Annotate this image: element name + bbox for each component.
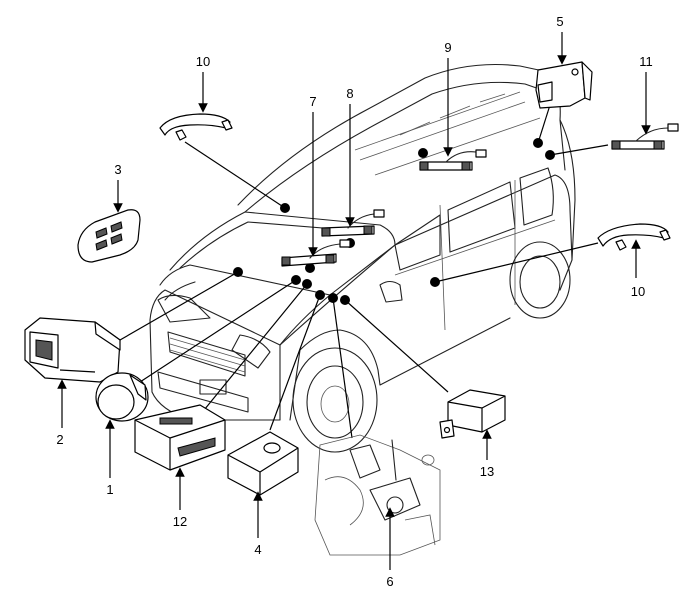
callout-arrows (57, 32, 651, 570)
antenna-interior-middle (321, 209, 385, 237)
start-button (95, 372, 149, 422)
outside-door-handle-rear (597, 223, 671, 251)
location-dot (418, 148, 428, 158)
callout-13: 13 (480, 464, 494, 479)
location-dot (315, 290, 325, 300)
antenna-rear-bumper (611, 123, 679, 150)
callout-9: 9 (444, 40, 451, 55)
callout-2: 2 (56, 432, 63, 447)
smart-key-fob (77, 209, 141, 263)
smart-key-module (227, 431, 299, 496)
location-dot (533, 138, 543, 148)
leader-lines (119, 104, 609, 439)
callout-7: 7 (309, 94, 316, 109)
callout-4: 4 (254, 542, 261, 557)
antenna-interior-rear (419, 149, 487, 171)
start-switch-module (24, 317, 121, 383)
callout-8: 8 (346, 86, 353, 101)
callout-5: 5 (556, 14, 563, 29)
callout-10-front-handle: 10 (196, 54, 210, 69)
callout-10-rear-handle: 10 (631, 284, 645, 299)
outside-door-handle-front (159, 113, 233, 141)
location-dot (328, 293, 338, 303)
callout-6: 6 (386, 574, 393, 589)
callout-11: 11 (639, 54, 653, 69)
callout-1: 1 (106, 482, 113, 497)
location-dots (233, 138, 555, 305)
location-dot (430, 277, 440, 287)
callout-labels: 3 10 5 9 8 7 11 10 2 1 12 4 6 13 (56, 14, 652, 589)
location-dot (302, 279, 312, 289)
callout-3: 3 (114, 162, 121, 177)
steering-lock-assembly (314, 434, 441, 556)
location-dot (340, 295, 350, 305)
callout-12: 12 (173, 514, 187, 529)
location-dot (545, 150, 555, 160)
sensor-module (439, 389, 506, 439)
location-dot (280, 203, 290, 213)
location-dot (233, 267, 243, 277)
antenna-interior-front (281, 239, 351, 267)
location-dot (291, 275, 301, 285)
location-dot (305, 263, 315, 273)
smart-key-control-unit (134, 404, 226, 471)
tailgate-antenna-bracket (535, 61, 593, 109)
